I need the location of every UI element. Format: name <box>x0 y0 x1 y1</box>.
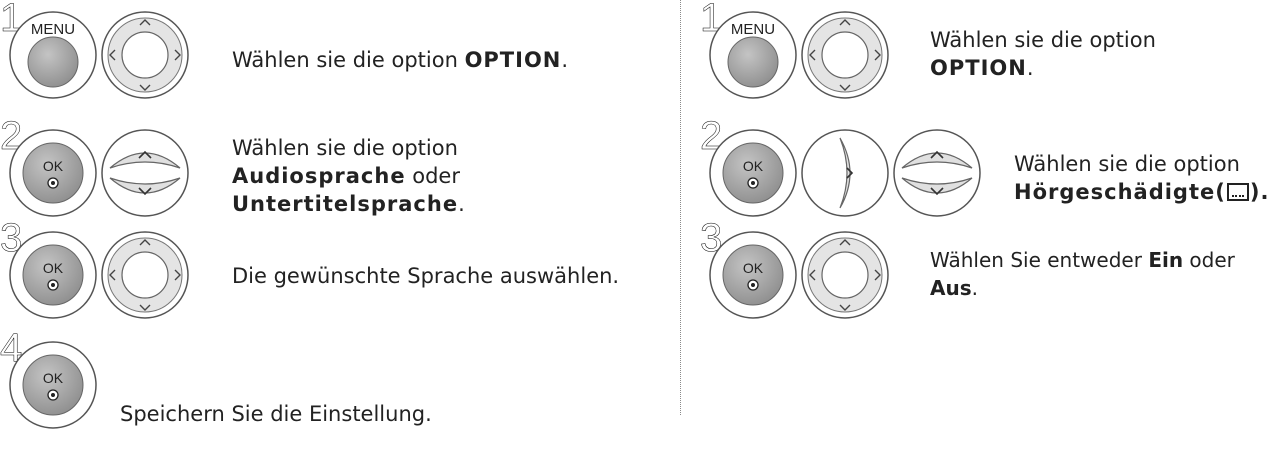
ok-button-icon: OK <box>8 230 98 320</box>
right-step-2: 2 OK Wählen sie die option Hörgeschädigt… <box>700 110 1282 220</box>
svg-text:MENU: MENU <box>731 21 775 38</box>
left-step-2: 2 OK Wählen sie die option Audiosprache … <box>0 110 680 220</box>
svg-text:OK: OK <box>743 260 764 276</box>
nav-pad-icon <box>100 230 190 320</box>
ok-button-icon: OK <box>708 128 798 218</box>
subtitle-symbol-icon <box>1226 183 1249 201</box>
ok-button-icon: OK <box>8 340 98 430</box>
instruction-text: Wählen sie die option Audiosprache oder … <box>232 136 465 216</box>
instruction-text: Wählen sie die option OPTION. <box>232 48 569 72</box>
nav-pad-icon <box>800 230 890 320</box>
svg-text:OK: OK <box>43 158 64 174</box>
ok-button-icon: OK <box>8 128 98 218</box>
left-step-1: 1 MENU Wählen sie die option OPTION. <box>0 0 680 110</box>
up-down-buttons-icon <box>100 128 190 218</box>
svg-text:MENU: MENU <box>31 21 75 38</box>
column-divider <box>680 0 681 415</box>
right-step-3: 3 OK Wählen Sie entweder Ein oder Aus. <box>700 216 1282 330</box>
left-step-4: 4 OK Speichern Sie die Einstellung. <box>0 328 680 453</box>
left-step-3: 3 OK Die gewünschte Sprache auswählen. <box>0 216 680 330</box>
ok-button-icon: OK <box>708 230 798 320</box>
step-number: 4 <box>0 326 23 370</box>
step-number: 1 <box>700 0 723 40</box>
nav-pad-icon <box>100 10 190 100</box>
right-button-icon <box>800 128 890 218</box>
nav-pad-icon <box>800 10 890 100</box>
instruction-text: Wählen Sie entweder Ein oder Aus. <box>930 248 1235 300</box>
menu-button-icon: MENU <box>8 10 98 100</box>
step-number: 2 <box>0 114 23 158</box>
step-number: 1 <box>0 0 23 40</box>
svg-text:OK: OK <box>43 260 64 276</box>
instruction-text: Wählen sie die option Hörgeschädigte(). <box>1014 152 1270 204</box>
step-number: 2 <box>700 114 723 158</box>
step-number: 3 <box>700 216 723 260</box>
menu-button-icon: MENU <box>708 10 798 100</box>
up-down-buttons-icon <box>892 128 982 218</box>
svg-text:OK: OK <box>743 158 764 174</box>
svg-text:OK: OK <box>43 370 64 386</box>
right-step-1: 1 MENU Wählen sie die option OPTION. <box>700 0 1282 110</box>
step-number: 3 <box>0 216 23 260</box>
instruction-text: Wählen sie die option OPTION. <box>930 28 1156 80</box>
instruction-text: Die gewünschte Sprache auswählen. <box>232 264 620 288</box>
instruction-text: Speichern Sie die Einstellung. <box>120 402 432 426</box>
